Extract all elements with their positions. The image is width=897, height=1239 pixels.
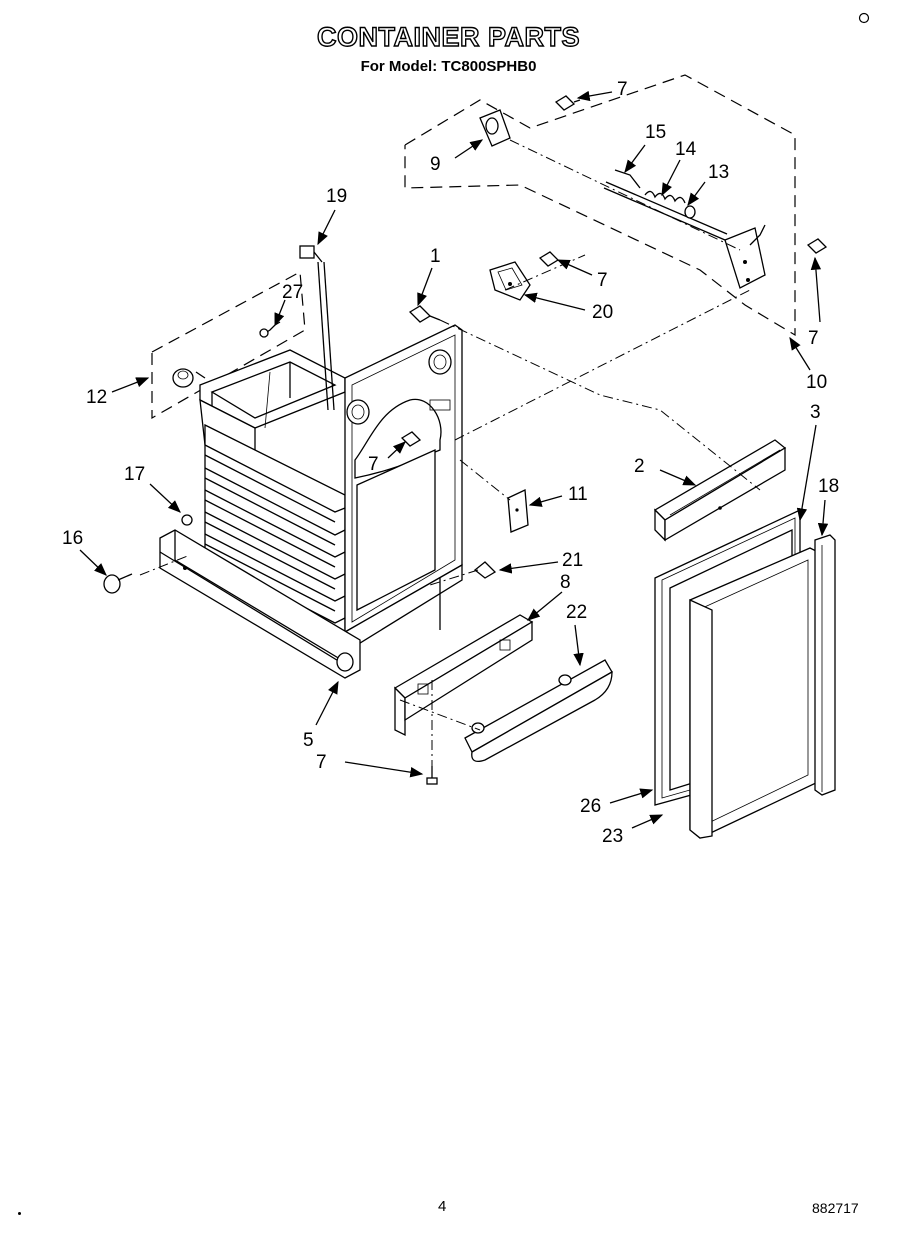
callout-5: 5 bbox=[303, 730, 314, 751]
alignment-line-b bbox=[454, 289, 751, 441]
callout-3: 3 bbox=[810, 402, 821, 423]
callout-22: 22 bbox=[566, 602, 587, 623]
screw-7-bottom bbox=[426, 766, 438, 785]
callout-19: 19 bbox=[326, 186, 347, 207]
alignment-line-d bbox=[509, 139, 741, 251]
callout-23: 23 bbox=[602, 826, 623, 847]
part-20-bracket bbox=[489, 261, 531, 301]
alignment-line-c bbox=[504, 254, 586, 291]
document-number: 882717 bbox=[812, 1200, 859, 1216]
part-10-hinge-bracket bbox=[724, 224, 766, 289]
callout-12: 12 bbox=[86, 387, 107, 408]
part-12-knob bbox=[172, 368, 206, 388]
registration-dot-icon bbox=[18, 1212, 21, 1215]
page-title: CONTAINER PARTS bbox=[316, 21, 580, 52]
hinge-assembly-boundary bbox=[404, 74, 796, 337]
callout-7-right: 7 bbox=[808, 328, 819, 349]
callout-7-middle: 7 bbox=[597, 270, 608, 291]
alignment-line-g bbox=[399, 699, 481, 731]
part-11-clip bbox=[507, 489, 529, 533]
container-cabinet bbox=[199, 324, 463, 662]
callout-14: 14 bbox=[675, 139, 697, 160]
callout-7-top: 7 bbox=[617, 79, 628, 100]
part-19-rod bbox=[299, 245, 335, 411]
callout-8: 8 bbox=[560, 572, 571, 593]
part-9-hinge-block bbox=[479, 109, 511, 147]
part-1-screw bbox=[408, 305, 441, 323]
part-8-hinge-plate bbox=[393, 614, 534, 737]
leader-arrows bbox=[79, 90, 829, 829]
screw-7-inner bbox=[400, 431, 422, 447]
callout-9: 9 bbox=[430, 154, 441, 175]
callout-26: 26 bbox=[580, 796, 601, 817]
callout-2: 2 bbox=[634, 456, 645, 477]
part-21-screw bbox=[473, 561, 497, 579]
callout-18: 18 bbox=[818, 476, 839, 497]
cabinet-ribs bbox=[204, 444, 346, 624]
model-subtitle: For Model: TC800SPHB0 bbox=[360, 58, 537, 75]
part-27-screw bbox=[259, 321, 281, 338]
alignment-line-h bbox=[139, 554, 191, 576]
screw-7-top bbox=[554, 95, 581, 111]
alignment-line-a bbox=[439, 319, 761, 491]
corner-registration-icon bbox=[858, 12, 870, 24]
callout-16: 16 bbox=[62, 528, 83, 549]
callout-10: 10 bbox=[806, 372, 827, 393]
part-5-bottom-rail bbox=[159, 529, 361, 679]
callout-15: 15 bbox=[645, 122, 666, 143]
callout-7-bottom: 7 bbox=[316, 752, 327, 773]
callout-27: 27 bbox=[282, 282, 303, 303]
part-16-bolt bbox=[103, 573, 133, 594]
part-18-gasket-strip bbox=[814, 534, 836, 796]
screw-7-right bbox=[806, 238, 828, 254]
callout-21: 21 bbox=[562, 550, 583, 571]
part-22-handle bbox=[464, 659, 613, 763]
callout-11: 11 bbox=[568, 484, 588, 505]
callout-1: 1 bbox=[430, 246, 441, 267]
part-17-fastener bbox=[181, 514, 193, 526]
callout-7-inner: 7 bbox=[368, 454, 379, 475]
page-number: 4 bbox=[438, 1198, 447, 1215]
hinge-rod-spring bbox=[603, 169, 728, 241]
part12-group-boundary bbox=[151, 271, 306, 420]
callout-labels: 7 9 15 14 13 19 1 7 20 27 12 7 10 3 7 17… bbox=[62, 79, 839, 847]
callout-20: 20 bbox=[592, 302, 613, 323]
alignment-line-i bbox=[429, 569, 479, 586]
alignment-line-e bbox=[459, 459, 511, 501]
callout-17: 17 bbox=[124, 464, 145, 485]
part-23-door-panel bbox=[689, 547, 819, 839]
screw-7-middle bbox=[538, 251, 560, 267]
part-2-door-trim bbox=[653, 439, 787, 542]
callout-13: 13 bbox=[708, 162, 729, 183]
